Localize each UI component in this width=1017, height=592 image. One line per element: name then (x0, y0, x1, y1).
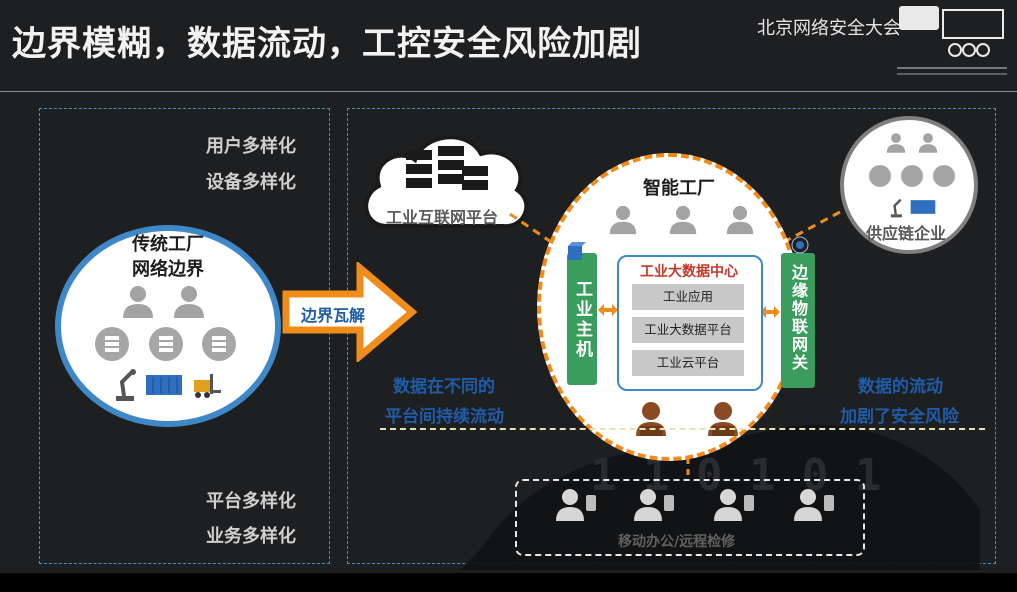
label-device-diversity: 设备多样化 (206, 172, 296, 193)
hacker-icon (636, 402, 666, 436)
edge-gateway-label: 边缘物联网关 (789, 264, 808, 372)
remote-user-icon (794, 489, 834, 521)
server-icon (869, 165, 891, 187)
mobile-remote-box (515, 479, 865, 556)
user-icon (609, 205, 637, 235)
note-data-flow-line2: 平台间持续流动 (385, 407, 504, 427)
user-icon (123, 286, 153, 318)
header-divider (0, 91, 1017, 92)
server-icon (95, 327, 129, 361)
note-data-flow-line1: 数据在不同的 (393, 377, 495, 397)
traditional-title-line1: 传统工厂 (132, 234, 204, 255)
remote-user-icon (634, 489, 674, 521)
boundary-collapse-label: 边界瓦解 (301, 306, 366, 325)
traditional-factory-title: 传统工厂 网络边界 (104, 232, 232, 282)
forklift-icon (194, 374, 221, 398)
note-risk-line1: 数据的流动 (858, 377, 943, 397)
label-business-diversity: 业务多样化 (206, 526, 296, 547)
edge-gateway-box (781, 253, 815, 388)
server-cube-icon (568, 242, 586, 260)
hacker-icon (708, 402, 738, 436)
server-icon (149, 327, 183, 361)
industrial-host-box (567, 253, 597, 385)
note-risk-line2: 加剧了安全风险 (840, 407, 959, 427)
user-icon (669, 205, 697, 235)
traditional-title-line2: 网络边界 (132, 259, 204, 280)
cloud-platform-label: 工业互联网平台 (386, 208, 499, 227)
user-icon (174, 286, 204, 318)
bottom-bar (0, 573, 1017, 592)
dc-item-industrial-app: 工业应用 (632, 284, 744, 310)
label-user-diversity: 用户多样化 (206, 136, 296, 157)
user-icon (918, 133, 938, 153)
wireless-icon (791, 236, 809, 254)
smart-factory-title: 智能工厂 (643, 178, 715, 199)
robot-arm-icon (116, 369, 136, 401)
remote-user-icon (556, 489, 596, 521)
robot-arm-icon (890, 198, 902, 218)
server-rack-icon (406, 146, 488, 190)
big-data-center-title: 工业大数据中心 (640, 264, 738, 280)
double-arrow-icon (598, 304, 618, 316)
mobile-remote-label: 移动办公/远程检修 (618, 534, 736, 550)
label-platform-diversity: 平台多样化 (206, 491, 296, 512)
dc-item-big-data-platform: 工业大数据平台 (632, 317, 744, 343)
deco-digits-text: 1 1 0 1 0 1 (590, 450, 881, 501)
double-arrow-icon (760, 306, 780, 318)
dc-item-cloud-platform: 工业云平台 (632, 350, 744, 376)
server-icon (901, 165, 923, 187)
page-title: 边界模糊，数据流动，工控安全风险加剧 (12, 24, 642, 64)
remote-user-icon (714, 489, 754, 521)
brand-text: 北京网络安全大会 (757, 18, 901, 39)
user-icon (726, 205, 754, 235)
boundary-collapse-arrow (282, 262, 418, 362)
server-icon (933, 165, 955, 187)
brand-logo (897, 6, 1007, 75)
left-panel (39, 108, 330, 564)
separator-dashed-line (380, 428, 985, 430)
user-icon (886, 133, 906, 153)
supply-chain-label: 供应链企业 (866, 224, 947, 243)
container-icon (910, 200, 936, 214)
industrial-host-label: 工业主机 (572, 280, 592, 360)
server-icon (202, 327, 236, 361)
decorative-digits: 1 1 0 1 0 1 (460, 424, 980, 570)
container-icon (146, 375, 182, 395)
